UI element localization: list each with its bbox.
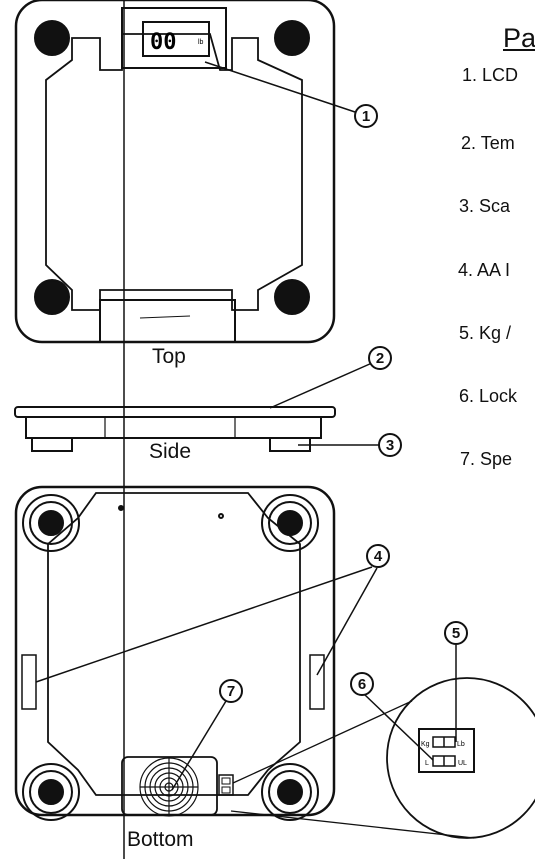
parts-list-title: Pa [503, 23, 535, 53]
callout-number-6: 6 [358, 676, 366, 693]
part-label-6: 6. Lock [459, 386, 518, 406]
switch-label-unlock: UL [458, 760, 467, 767]
bottom-view-scale [14, 485, 336, 821]
rubber-foot-bottom-right [261, 763, 319, 821]
switch-label-lock: L [425, 760, 429, 767]
foot-bottom-right [274, 279, 310, 315]
callout-3 [298, 433, 402, 457]
foot-top-right [274, 20, 310, 56]
lcd-reading: 00 [150, 30, 177, 55]
rubber-foot-bottom-left [22, 763, 80, 821]
view-label-side: Side [149, 440, 192, 463]
part-label-5: 5. Kg / [459, 323, 512, 343]
callout-number-1: 1 [362, 108, 370, 125]
rubber-foot-top-right [261, 494, 319, 552]
speaker-grille [139, 757, 199, 817]
callout-number-2: 2 [376, 350, 384, 367]
lcd-unit: lb [198, 39, 204, 46]
part-label-7: 7. Spe [460, 449, 513, 469]
side-view-scale [14, 406, 336, 452]
callout-7 [171, 679, 243, 791]
callout-5 [444, 621, 468, 742]
callout-number-7: 7 [227, 683, 235, 700]
callout-2 [269, 346, 392, 409]
callout-number-3: 3 [386, 437, 394, 454]
switch-label-lb: Lb [457, 741, 465, 748]
part-label-1: 1. LCD [462, 65, 519, 85]
callout-1 [204, 61, 378, 128]
switch-label-kg: Kg [421, 741, 430, 748]
battery-slot-left [21, 654, 37, 710]
magnified-switch-view [230, 677, 535, 839]
battery-slot-right [309, 654, 325, 710]
callout-6 [350, 672, 434, 761]
part-label-4: 4. AA I [458, 260, 511, 280]
part-label-2: 2. Tem [461, 133, 515, 153]
lcd-display [121, 7, 227, 69]
foot-top-left [34, 20, 70, 56]
view-label-top: Top [152, 345, 186, 368]
foot-bottom-left [34, 279, 70, 315]
switch-panel [218, 774, 234, 796]
callout-4 [35, 544, 390, 683]
callout-number-4: 4 [374, 548, 383, 565]
part-label-3: 3. Sca [459, 196, 511, 216]
view-label-bottom: Bottom [127, 828, 194, 851]
rubber-foot-top-left [22, 494, 80, 552]
callout-number-5: 5 [452, 625, 460, 642]
